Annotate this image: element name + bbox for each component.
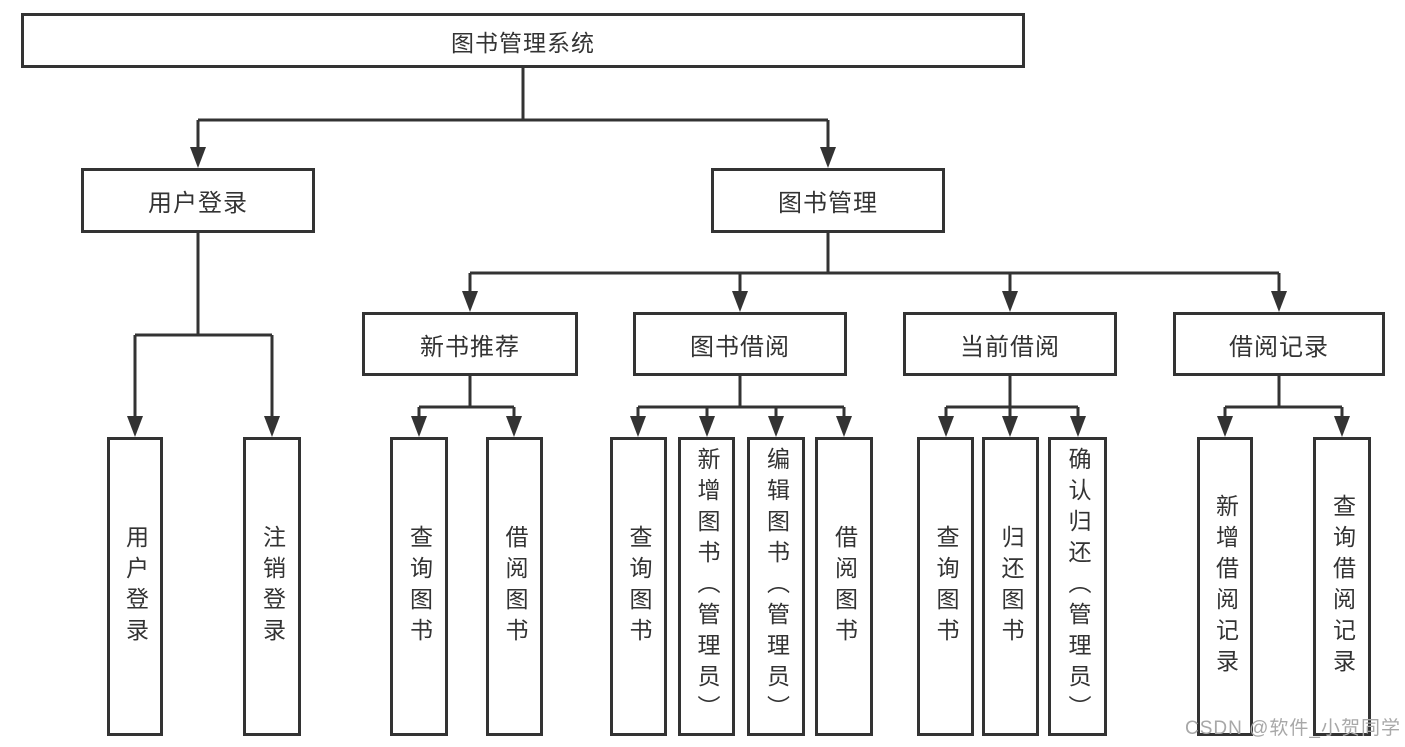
leaf-current-query-books: 查询图书 (917, 437, 974, 736)
leaf-recommend-query-books: 查询图书 (390, 437, 448, 736)
leaf-records-query-borrow-record: 查询借阅记录 (1313, 437, 1371, 736)
node-book-borrow: 图书借阅 (633, 312, 847, 376)
node-borrow-records: 借阅记录 (1173, 312, 1385, 376)
leaf-borrow-borrow-books: 借阅图书 (815, 437, 873, 736)
node-book-management: 图书管理 (711, 168, 945, 233)
leaf-borrow-query-books: 查询图书 (610, 437, 667, 736)
leaf-borrow-edit-books-admin: 编辑图书（管理员） (747, 437, 805, 736)
leaf-logout: 注销登录 (243, 437, 301, 736)
node-new-book-recommend: 新书推荐 (362, 312, 578, 376)
csdn-watermark: CSDN @软件_小贺同学 (1185, 718, 1401, 739)
leaf-user-login: 用户登录 (107, 437, 163, 736)
node-current-borrow: 当前借阅 (903, 312, 1117, 376)
node-library-system: 图书管理系统 (21, 13, 1025, 68)
leaf-recommend-borrow-books: 借阅图书 (486, 437, 543, 736)
arrowheads (127, 147, 1350, 437)
leaf-records-add-borrow-record: 新增借阅记录 (1197, 437, 1253, 736)
leaf-borrow-add-books-admin: 新增图书（管理员） (678, 437, 735, 736)
leaf-current-confirm-return-admin: 确认归还（管理员） (1048, 437, 1107, 736)
node-user-login: 用户登录 (81, 168, 315, 233)
leaf-current-return-books: 归还图书 (982, 437, 1039, 736)
